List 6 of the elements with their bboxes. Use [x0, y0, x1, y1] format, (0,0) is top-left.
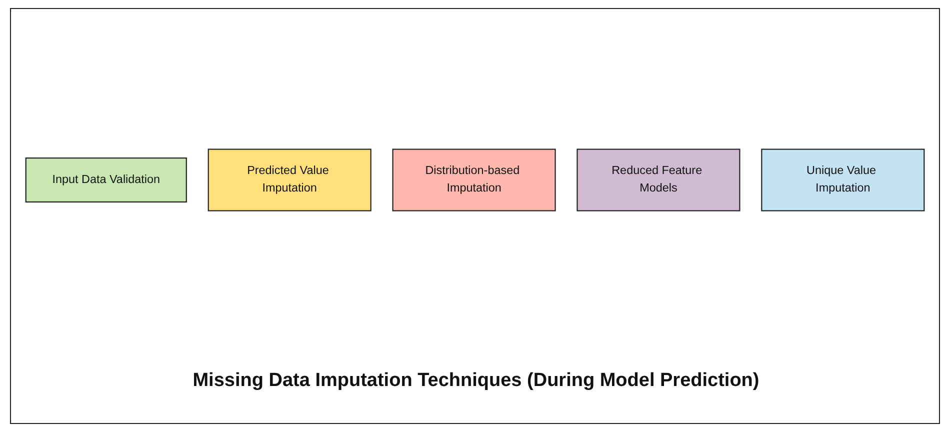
- technique-box: Input Data Validation: [25, 158, 187, 202]
- technique-box: Predicted Value Imputation: [208, 148, 372, 212]
- technique-box: Distribution-based Imputation: [392, 148, 556, 212]
- caption: Missing Data Imputation Techniques (During Model Prediction): [192, 370, 760, 391]
- technique-box: Reduced Feature Models: [576, 148, 740, 212]
- technique-box: Unique Value Imputation: [761, 148, 925, 212]
